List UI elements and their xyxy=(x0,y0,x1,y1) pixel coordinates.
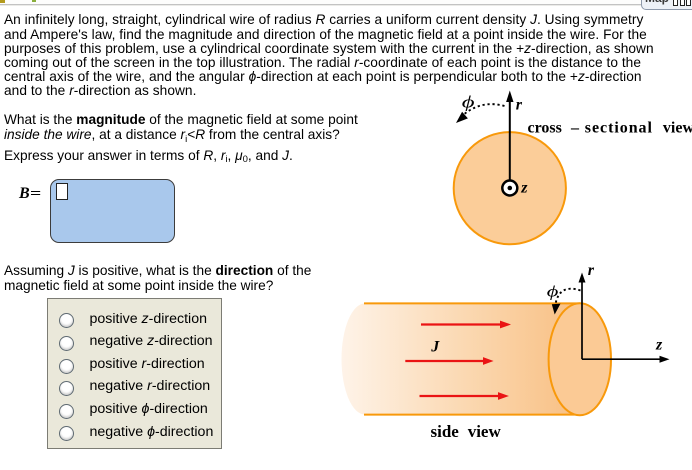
svg-text:view: view xyxy=(468,422,502,441)
svg-text:z: z xyxy=(655,337,663,354)
svg-text:r: r xyxy=(588,262,595,279)
svg-text:view: view xyxy=(663,120,692,137)
svg-text:J: J xyxy=(430,339,440,356)
svg-text:–: – xyxy=(570,120,580,137)
svg-text:side: side xyxy=(431,422,460,441)
svg-text:r: r xyxy=(516,97,523,114)
svg-text:z: z xyxy=(520,180,528,197)
svg-text:ϕ: ϕ xyxy=(547,283,559,300)
svg-text:cross: cross xyxy=(528,120,562,137)
svg-text:ϕ: ϕ xyxy=(462,92,475,111)
svg-text:sectional: sectional xyxy=(585,120,653,137)
